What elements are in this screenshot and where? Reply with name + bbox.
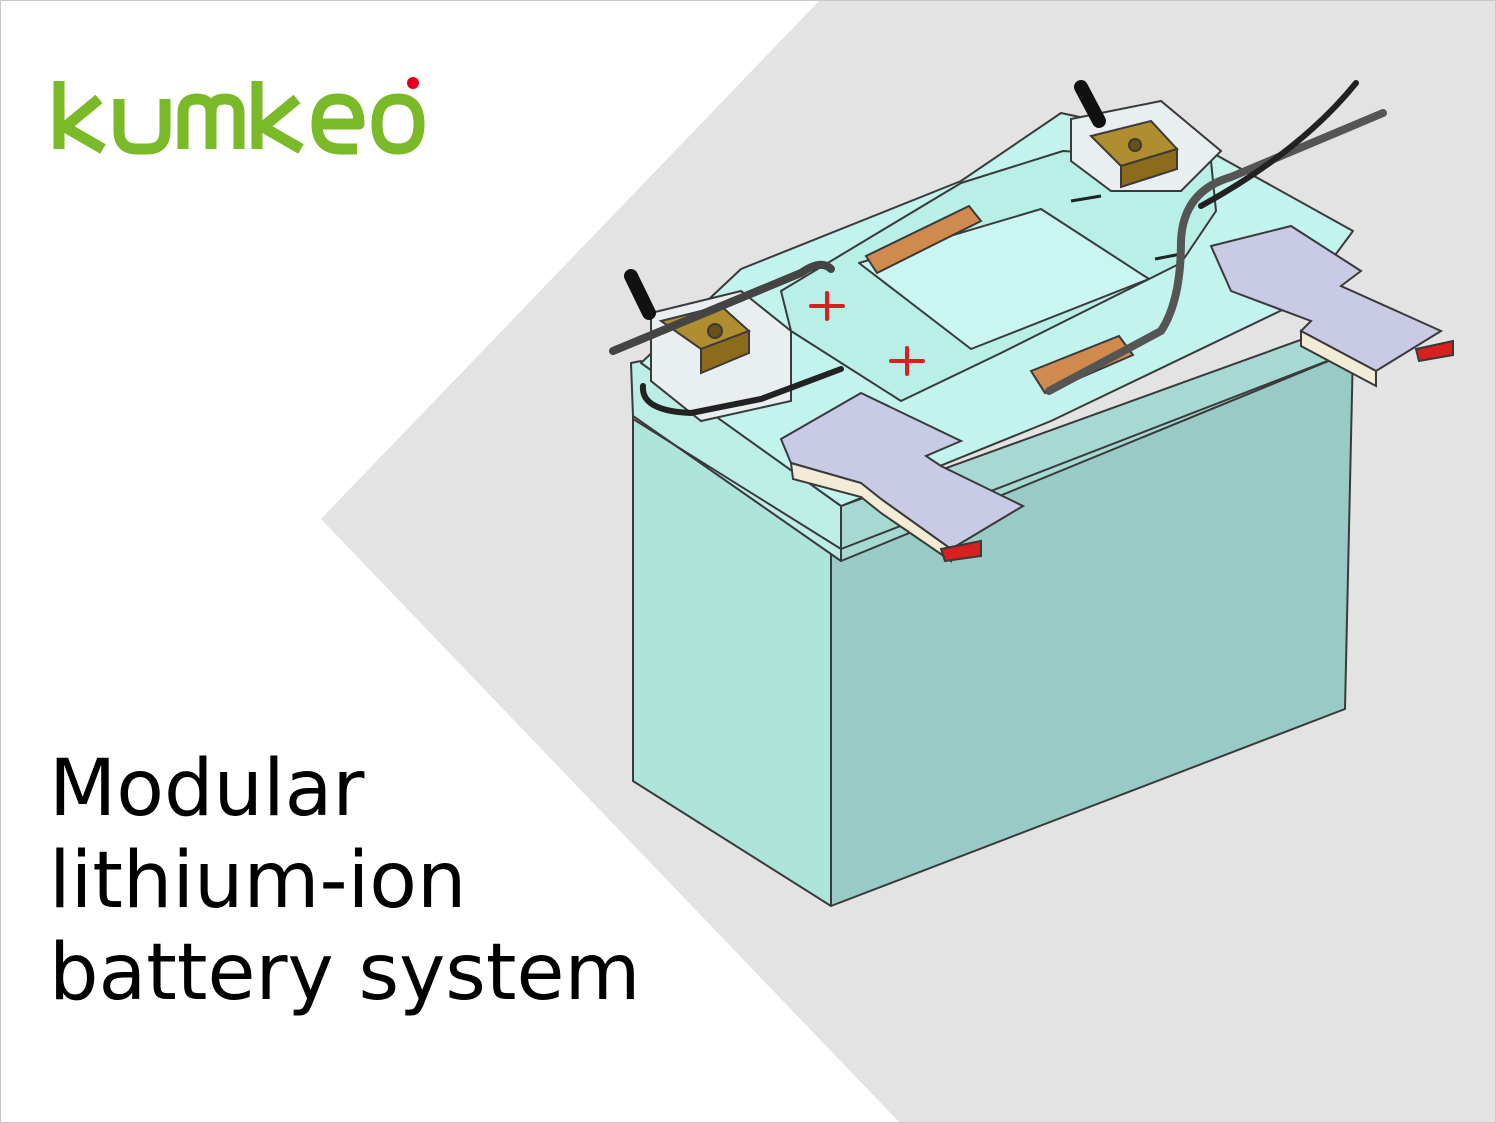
copper-connector-front — [1029, 334, 1135, 395]
plus-mark-center — [889, 346, 925, 376]
copper-connector-top — [864, 204, 983, 275]
logo-wordmark — [53, 77, 425, 155]
cable-right-sensor — [1198, 80, 1359, 209]
brand-logo: kumkeo — [51, 71, 431, 161]
logo-dot — [407, 77, 419, 89]
minus-mark-2 — [1154, 252, 1182, 261]
logo-text: kumkeo — [51, 69, 332, 159]
minus-mark-1 — [1070, 194, 1102, 203]
headline-line-1: Modular — [49, 744, 365, 834]
cable-stub-right — [1074, 80, 1106, 128]
cable-stub-left — [624, 269, 656, 320]
headline: Modular lithium-ion battery system — [49, 743, 640, 1019]
cable-right-long — [1045, 109, 1387, 395]
headline-line-3: battery system — [49, 928, 641, 1018]
headline-line-2: lithium-ion — [49, 836, 467, 926]
cable-left-bar — [609, 260, 835, 355]
plus-mark-left — [809, 291, 845, 321]
red-clip-back — [1414, 339, 1454, 363]
cable-left-sensor — [639, 366, 844, 417]
battery-illustration — [609, 80, 1454, 907]
connector-plate-back — [1209, 224, 1444, 373]
red-clip-front — [939, 539, 982, 563]
